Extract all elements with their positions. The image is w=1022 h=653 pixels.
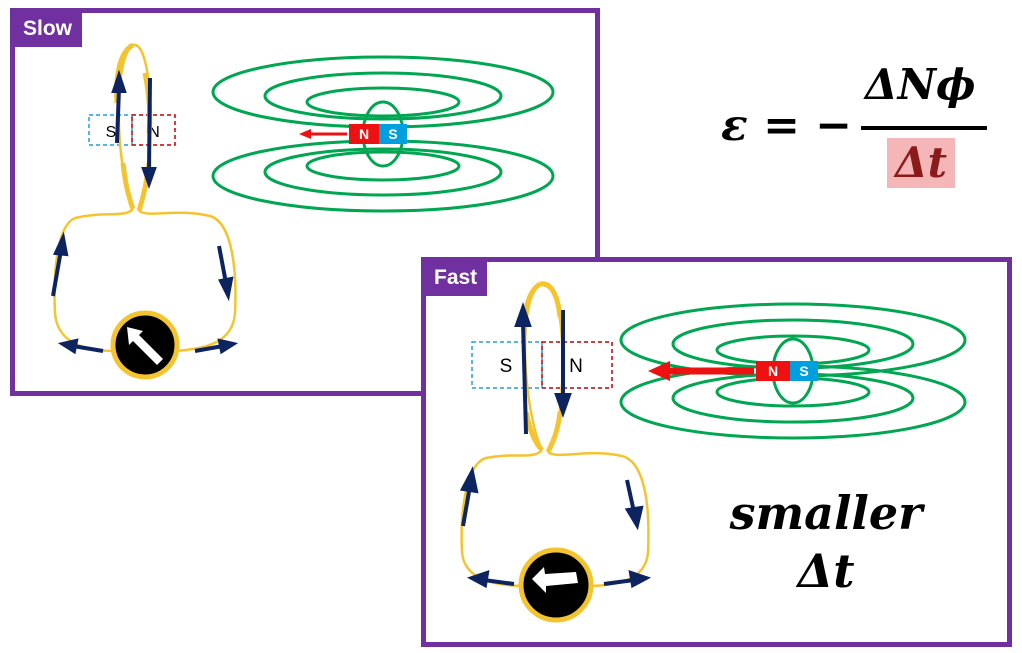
- caption-line-2: Δt: [797, 544, 855, 598]
- magnet-south-pole: [379, 124, 407, 144]
- coil-poles: S N: [88, 114, 176, 146]
- coil-south-label: S: [106, 124, 117, 141]
- coil-north-label: N: [148, 124, 160, 141]
- motion-arrow: [648, 361, 754, 381]
- current-arrows: [51, 69, 239, 355]
- fast-diagram: N S S N: [459, 281, 967, 623]
- coil-south-label: S: [500, 356, 513, 377]
- current-arrows: [459, 301, 652, 589]
- slow-panel: N S S N: [10, 8, 600, 396]
- smaller-delta-t-caption: smaller Δt: [716, 484, 936, 600]
- motion-arrow: [299, 129, 347, 139]
- galvanometer-icon: [110, 310, 180, 380]
- fast-label: Fast: [426, 262, 488, 296]
- slow-label: Slow: [15, 13, 83, 47]
- caption-line-1: smaller: [729, 486, 923, 540]
- faraday-law-formula: ε = − ΔNϕ Δt: [715, 60, 1005, 200]
- formula-denominator: Δt: [887, 138, 955, 188]
- magnet-north-pole: [349, 124, 379, 144]
- slow-diagram: N S S N: [51, 42, 555, 380]
- bar-magnet: N S: [349, 124, 407, 144]
- magnet-south-label: S: [799, 363, 808, 379]
- magnet-south-pole: [790, 361, 818, 381]
- coil-north-label: N: [569, 356, 583, 377]
- galvanometer-icon: [518, 547, 594, 623]
- magnet-north-pole: [756, 361, 790, 381]
- coil-poles: S N: [471, 341, 613, 389]
- magnet-south-label: S: [388, 126, 397, 142]
- bar-magnet: N S: [756, 361, 818, 381]
- magnet-north-label: N: [768, 363, 778, 379]
- fast-panel: N S S N: [421, 257, 1012, 647]
- magnet-north-label: N: [359, 126, 369, 142]
- emf-lhs: ε = −: [721, 100, 853, 151]
- fraction-bar: [861, 126, 987, 130]
- formula-numerator: ΔNϕ: [865, 60, 976, 109]
